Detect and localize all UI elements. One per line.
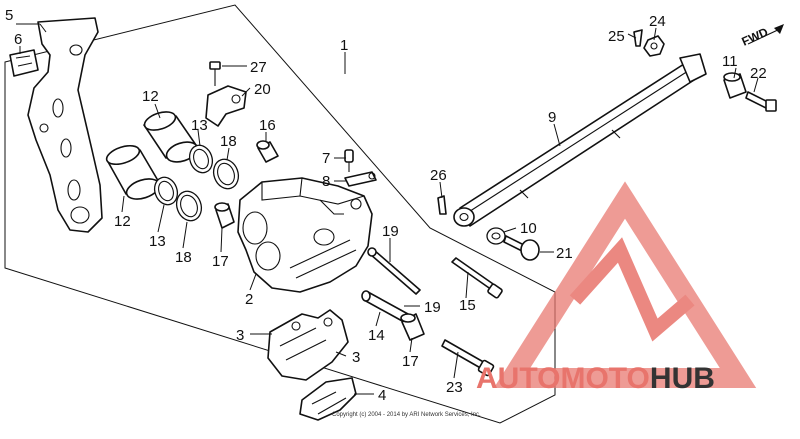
brake-hose-clamp: [205, 85, 247, 127]
clamp-bolt: [209, 61, 221, 86]
pad-shim: [299, 377, 357, 421]
watermark-brand-part2: HUB: [650, 362, 715, 395]
callout-23: 23: [446, 379, 463, 396]
callout-14: 14: [368, 327, 385, 344]
brake-pad-set: [267, 309, 349, 381]
forward-direction-indicator: FWD: [740, 24, 784, 49]
pin-boot-upper: [256, 140, 279, 163]
dust-seal-upper: [212, 158, 240, 190]
watermark-text: AUTOMOTOHUB: [476, 362, 715, 395]
callout-15: 15: [459, 297, 476, 314]
callout-8: 8: [322, 173, 330, 190]
callout-10: 10: [520, 220, 537, 237]
callout-5: 5: [5, 7, 13, 24]
cotter-pin-lower: [437, 195, 447, 215]
piston-upper: [143, 111, 199, 163]
callout-3a: 3: [236, 327, 244, 344]
bleeder-valve: [344, 149, 354, 172]
part-callouts: 1 2 3 3 4 5 6 7 8 9 10 11 12 12 13 13 14…: [5, 7, 767, 404]
pad-spring-clip: [9, 49, 39, 77]
leader-lines: [16, 23, 759, 395]
callout-17b: 17: [402, 353, 419, 370]
callout-4: 4: [378, 387, 386, 404]
link-washer: [486, 227, 506, 245]
bracket-pin-bolt: [441, 339, 495, 377]
callout-6: 6: [14, 31, 22, 48]
callout-25: 25: [608, 28, 625, 45]
watermark-logo: AUTOMOTOHUB: [476, 181, 757, 395]
callout-24: 24: [649, 13, 666, 30]
callout-9: 9: [548, 109, 556, 126]
pin-boot-left: [214, 202, 235, 229]
callout-18b: 18: [175, 249, 192, 266]
callout-19b: 19: [424, 299, 441, 316]
caliper-pin-bolt: [451, 257, 503, 299]
torque-link: [453, 53, 707, 227]
callout-27: 27: [250, 59, 267, 76]
caliper-bracket: [27, 17, 103, 233]
caliper-body: [237, 177, 373, 293]
cotter-pin-upper: [633, 29, 643, 47]
callout-17a: 17: [212, 253, 229, 270]
callout-12b: 12: [114, 213, 131, 230]
link-collar: [723, 72, 747, 99]
link-bolt: [745, 91, 777, 112]
callout-3b: 3: [352, 349, 360, 366]
callout-7: 7: [322, 150, 330, 167]
piston-lower: [105, 144, 161, 200]
link-mount-bolt: [503, 235, 540, 261]
callout-19a: 19: [382, 223, 399, 240]
watermark-triangle-icon: [493, 181, 757, 388]
castle-nut: [643, 35, 665, 57]
assembly-frame: [4, 4, 556, 424]
callout-18a: 18: [220, 133, 237, 150]
watermark-brand-part1: AUTOMOTO: [476, 362, 650, 395]
callout-11: 11: [722, 53, 738, 70]
callout-13a: 13: [191, 117, 208, 134]
dust-seal-lower: [175, 190, 203, 222]
pad-pin-upper: [367, 247, 421, 295]
copyright-notice: Copyright (c) 2004 - 2014 by ARI Network…: [332, 412, 481, 418]
pin-boot-lower: [400, 313, 425, 341]
callout-20: 20: [254, 81, 271, 98]
callout-12a: 12: [142, 88, 159, 105]
callout-22: 22: [750, 65, 767, 82]
bleeder-cap: [344, 171, 377, 187]
callout-26: 26: [430, 167, 447, 184]
callout-21: 21: [556, 245, 573, 262]
callout-16: 16: [259, 117, 276, 134]
forward-label: FWD: [740, 25, 771, 49]
callout-1: 1: [340, 37, 348, 54]
callout-2: 2: [245, 291, 253, 308]
callout-13b: 13: [149, 233, 166, 250]
